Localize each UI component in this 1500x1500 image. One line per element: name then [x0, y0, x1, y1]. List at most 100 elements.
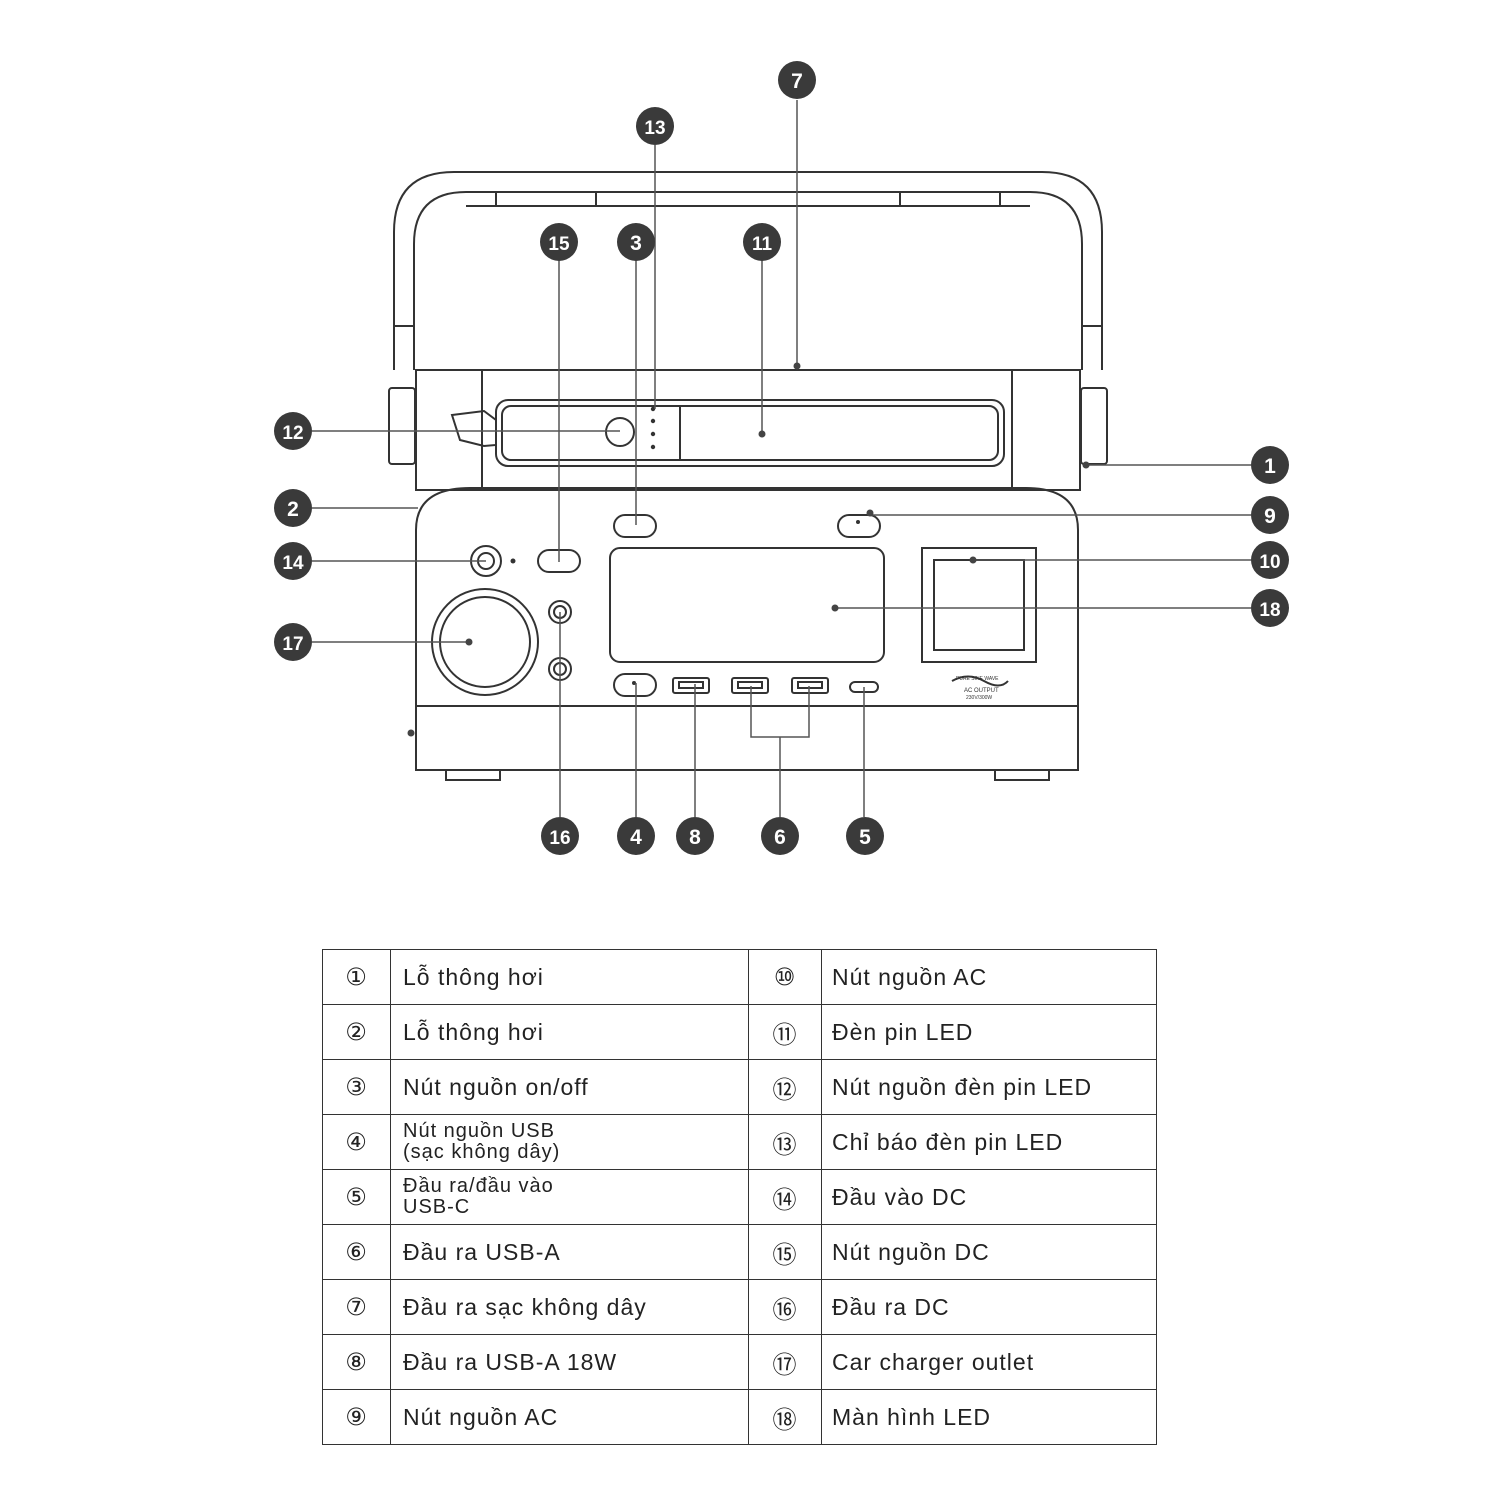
led-flashlight	[450, 399, 1005, 467]
legend-row: ⑤ Đầu ra/đầu vào USB-C ⑭ Đầu vào DC	[322, 1169, 1157, 1225]
legend-number: ⑥	[322, 1224, 391, 1280]
legend-number: ②	[322, 1004, 391, 1060]
legend-label: Nút nguồn AC	[821, 949, 1157, 1005]
carry-handle	[388, 171, 1108, 465]
svg-text:14: 14	[282, 553, 304, 574]
legend-row: ⑦ Đầu ra sạc không dây ⑯ Đầu ra DC	[322, 1279, 1157, 1335]
svg-text:6: 6	[774, 826, 786, 849]
svg-text:8: 8	[689, 826, 701, 849]
callout-badge-14: 14	[274, 542, 312, 580]
svg-text:17: 17	[282, 634, 303, 655]
callout-badge-10: 10	[1251, 541, 1289, 579]
legend-number: ⑯	[748, 1279, 822, 1335]
legend-number: ⑪	[748, 1004, 822, 1060]
legend-number: ⑩	[748, 949, 822, 1005]
legend-number: ⑤	[322, 1169, 391, 1225]
callout-badge-6: 6	[761, 817, 799, 855]
legend-number: ⑬	[748, 1114, 822, 1170]
legend-label: Lỗ thông hơi	[390, 949, 749, 1005]
usb-a-port-2[interactable]	[791, 677, 829, 694]
legend-label: Đầu ra DC	[821, 1279, 1157, 1335]
ac-outlet[interactable]	[921, 547, 1037, 663]
legend-number: ⑧	[322, 1334, 391, 1390]
legend-number: ⑮	[748, 1224, 822, 1280]
ac-rating-label: 230V/300W	[966, 695, 992, 701]
callout-badge-7: 7	[778, 61, 816, 99]
usb-a-18w-port[interactable]	[672, 677, 710, 694]
legend-number: ⑦	[322, 1279, 391, 1335]
main-power-button[interactable]	[613, 514, 657, 538]
svg-text:12: 12	[282, 423, 303, 444]
svg-text:1: 1	[1264, 455, 1276, 478]
callout-badge-15: 15	[540, 223, 578, 261]
callout-badge-18: 18	[1251, 589, 1289, 627]
main-body	[415, 487, 1079, 781]
svg-text:7: 7	[791, 70, 803, 93]
legend-label: Đầu ra USB-A	[390, 1224, 749, 1280]
legend-number: ⑨	[322, 1389, 391, 1445]
ac-power-button[interactable]	[837, 514, 881, 538]
legend-label: Nút nguồn on/off	[390, 1059, 749, 1115]
svg-text:10: 10	[1259, 552, 1280, 573]
legend-row: ⑧ Đầu ra USB-A 18W ⑰ Car charger outlet	[322, 1334, 1157, 1390]
leader-dots	[407, 362, 1090, 737]
legend-label: Màn hình LED	[821, 1389, 1157, 1445]
svg-text:9: 9	[1264, 505, 1276, 528]
legend-label: Nút nguồn USB (sạc không dây)	[390, 1114, 749, 1170]
callout-badge-12: 12	[274, 412, 312, 450]
legend-number: ⑭	[748, 1169, 822, 1225]
callout-badge-8: 8	[676, 817, 714, 855]
svg-text:5: 5	[859, 826, 871, 849]
legend-row: ② Lỗ thông hơi ⑪ Đèn pin LED	[322, 1004, 1157, 1060]
legend-row: ⑨ Nút nguồn AC ⑱ Màn hình LED	[322, 1389, 1157, 1445]
svg-text:3: 3	[630, 232, 642, 255]
legend-label: Chỉ báo đèn pin LED	[821, 1114, 1157, 1170]
callout-badge-1: 1	[1251, 446, 1289, 484]
callout-badge-13: 13	[636, 107, 674, 145]
svg-text:13: 13	[644, 118, 665, 139]
usb-a-port-1[interactable]	[731, 677, 769, 694]
svg-text:16: 16	[549, 828, 570, 849]
ac-output-label: AC OUTPUT	[964, 688, 999, 694]
callout-badge-17: 17	[274, 623, 312, 661]
usb-power-button[interactable]	[613, 673, 657, 697]
callout-badge-5: 5	[846, 817, 884, 855]
callout-badge-11: 11	[743, 223, 781, 261]
legend-number: ⑱	[748, 1389, 822, 1445]
legend-label: Đầu ra/đầu vào USB-C	[390, 1169, 749, 1225]
legend-label-line: Nút nguồn USB	[403, 1120, 555, 1142]
legend-label-line: Đầu ra/đầu vào	[403, 1175, 554, 1197]
legend-number: ⑰	[748, 1334, 822, 1390]
svg-text:11: 11	[752, 234, 773, 255]
legend-row: ① Lỗ thông hơi ⑩ Nút nguồn AC	[322, 949, 1157, 1005]
callout-badge-2: 2	[274, 489, 312, 527]
svg-text:2: 2	[287, 498, 299, 521]
flashlight-power-button[interactable]	[605, 417, 635, 447]
legend-label: Car charger outlet	[821, 1334, 1157, 1390]
legend-label-line: (sạc không dây)	[403, 1141, 561, 1163]
led-display	[609, 547, 885, 663]
legend-number: ⑫	[748, 1059, 822, 1115]
legend-row: ④ Nút nguồn USB (sạc không dây) ⑬ Chỉ bá…	[322, 1114, 1157, 1170]
legend-label: Nút nguồn DC	[821, 1224, 1157, 1280]
sine-wave-label: PURE SINE WAVE	[956, 676, 999, 682]
legend-label: Đầu ra sạc không dây	[390, 1279, 749, 1335]
legend-row: ③ Nút nguồn on/off ⑫ Nút nguồn đèn pin L…	[322, 1059, 1157, 1115]
callout-badge-16: 16	[541, 817, 579, 855]
power-station-diagram: PURE SINE WAVE AC OUTPUT 230V/300W 7 13 …	[274, 61, 1289, 855]
svg-text:18: 18	[1259, 600, 1280, 621]
legend-label: Đầu ra USB-A 18W	[390, 1334, 749, 1390]
legend-label: Lỗ thông hơi	[390, 1004, 749, 1060]
legend-number: ①	[322, 949, 391, 1005]
legend-number: ③	[322, 1059, 391, 1115]
callout-badge-4: 4	[617, 817, 655, 855]
legend-label: Nút nguồn đèn pin LED	[821, 1059, 1157, 1115]
callout-badge-9: 9	[1251, 496, 1289, 534]
legend-label: Đầu vào DC	[821, 1169, 1157, 1225]
legend-label: Đèn pin LED	[821, 1004, 1157, 1060]
legend-label-line: USB-C	[403, 1196, 471, 1218]
svg-text:4: 4	[630, 826, 642, 849]
callout-badges: 7 13 15 3 11 12 1 2 9 10 14 18 17 16 4 8…	[274, 61, 1289, 855]
legend-table: ① Lỗ thông hơi ⑩ Nút nguồn AC ② Lỗ thông…	[322, 949, 1157, 1445]
top-housing	[415, 369, 1081, 491]
